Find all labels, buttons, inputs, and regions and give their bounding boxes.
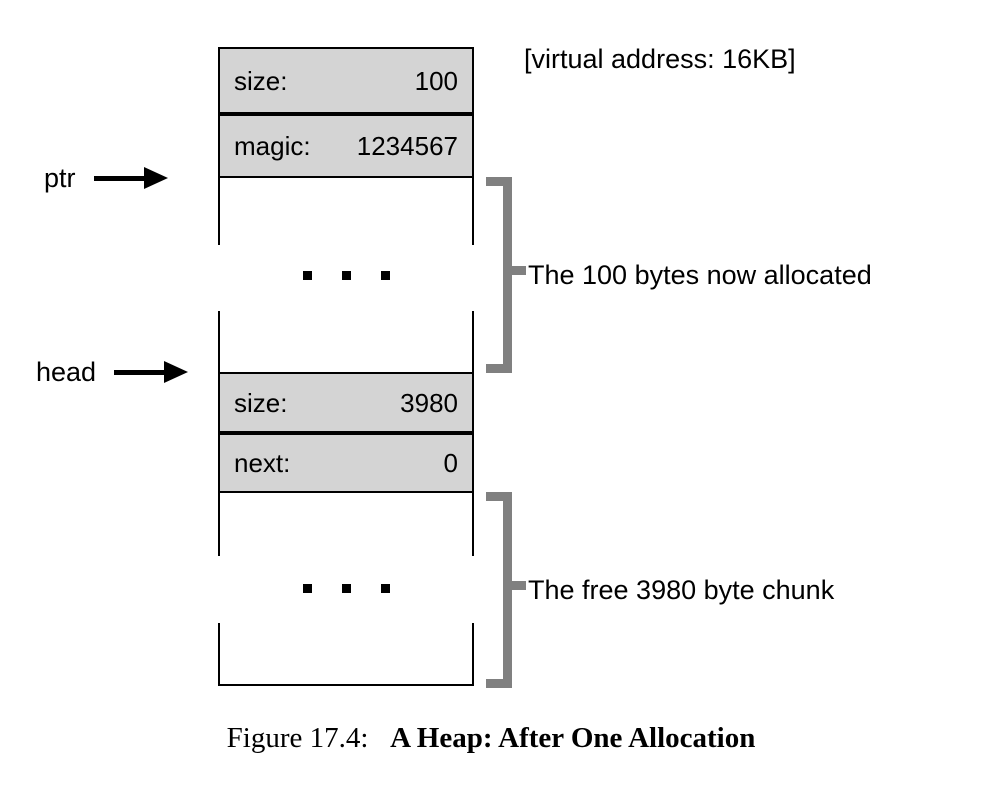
allocated-bracket-label: The 100 bytes now allocated [528,260,872,290]
head-pointer: head [36,355,189,389]
free-payload-lower [218,623,474,686]
ellipsis-dot [341,270,351,280]
ptr-pointer: ptr [44,161,168,195]
allocated-payload-lower [218,311,474,372]
free-next-row: next: 0 [218,433,474,493]
free-next-key: next: [234,448,291,478]
arrow-right-icon [93,167,168,189]
allocated-payload-upper [218,178,474,245]
free-size-value: 3980 [400,387,458,418]
free-payload-ellipsis [218,582,474,594]
allocated-size-value: 100 [414,65,458,96]
ellipsis-dot [380,270,390,280]
free-next-value: 0 [443,448,458,478]
virtual-address-label: [virtual address: 16KB] [524,44,796,74]
head-pointer-label: head [36,356,97,387]
free-size-key: size: [234,387,288,418]
ellipsis-dot [302,270,312,280]
figure-caption-number: Figure 17.4: [226,722,369,754]
allocated-magic-row: magic: 1234567 [218,114,474,178]
free-payload-upper [218,493,474,556]
allocated-size-row: size: 100 [218,47,474,114]
free-bracket [486,492,526,688]
heap-column: size: 100 magic: 1234567 size: 3980 next… [218,47,474,688]
ellipsis-dot [302,583,312,593]
ellipsis-dot [380,583,390,593]
ellipsis-dot [341,583,351,593]
arrow-right-icon [114,361,189,383]
allocated-bracket [486,177,526,373]
free-bracket-label: The free 3980 byte chunk [528,575,835,605]
allocated-size-key: size: [234,65,288,96]
allocated-payload-ellipsis [218,269,474,281]
ptr-pointer-label: ptr [44,162,76,193]
allocated-magic-value: 1234567 [356,131,458,161]
figure-caption-title: A Heap: After One Allocation [390,722,756,754]
allocated-magic-key: magic: [234,131,311,161]
figure-caption: Figure 17.4: A Heap: After One Allocatio… [0,724,982,753]
free-size-row: size: 3980 [218,372,474,433]
